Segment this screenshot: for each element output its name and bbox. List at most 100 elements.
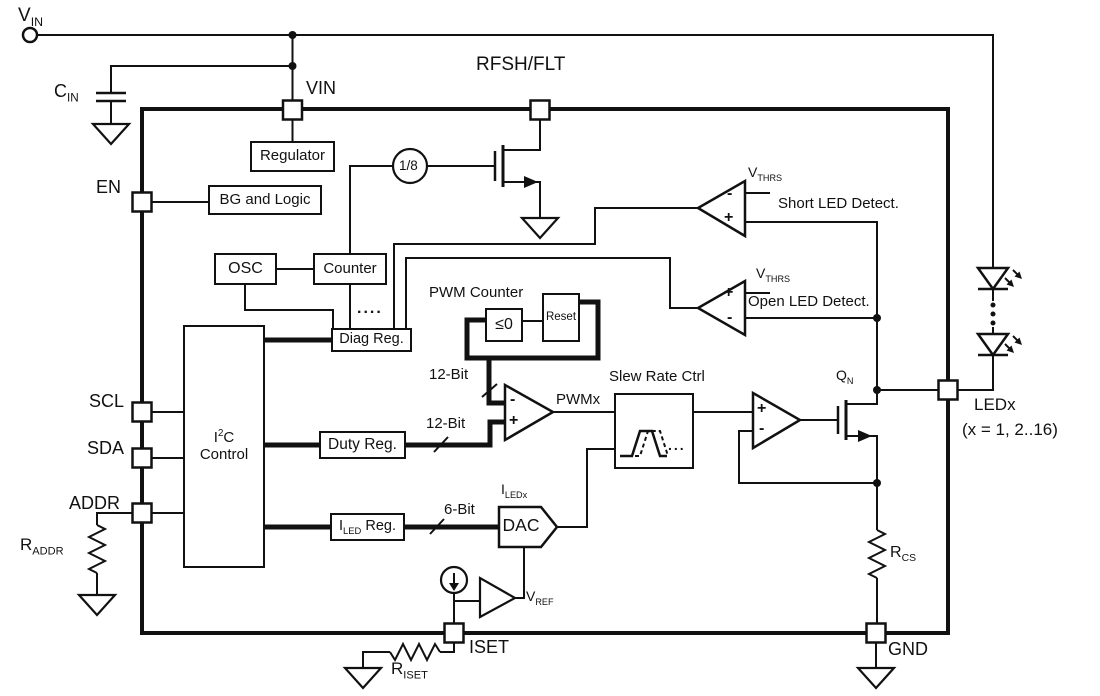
open-led-comparator: [695, 278, 747, 338]
slew-rate-ctrl-label: Slew Rate Ctrl: [609, 368, 705, 385]
dac-shape: [497, 505, 559, 549]
refresh-mosfet: [493, 119, 541, 218]
osc-block: OSC: [214, 253, 277, 285]
data-buses: [265, 299, 601, 530]
pwm-counter-label: PWM Counter: [429, 284, 524, 301]
vin-terminal: [21, 26, 39, 44]
rcs-resistor: [866, 529, 888, 579]
ground-symbol: [90, 122, 132, 146]
open-detect-route: [405, 257, 698, 328]
pwm-comp-minus-sign: -: [510, 391, 516, 408]
dac-slew-wire: [557, 448, 614, 528]
qn-mosfet: [836, 390, 878, 483]
diag-ellipsis: ....: [357, 300, 383, 317]
scl-pin-label: SCL: [89, 391, 125, 411]
raddr-resistor: [86, 524, 108, 574]
dac-label: DAC: [502, 515, 540, 535]
ground-symbol: [855, 666, 897, 690]
bit12-top-label: 12-Bit: [429, 366, 469, 383]
open-comp-minus-sign: -: [727, 309, 733, 326]
mosfet-arrow: [858, 430, 872, 442]
junction-dots: [288, 31, 881, 487]
down-arrow-icon: [449, 583, 459, 591]
bus-slash-marks: [429, 383, 498, 535]
addr-resistor-wire: [96, 512, 132, 595]
output-opamp: [751, 390, 803, 451]
addr-pin-label: ADDR: [69, 493, 121, 513]
current-source: [439, 565, 469, 595]
short-led-comparator: [695, 178, 747, 239]
vin-pin-label: VIN: [306, 78, 337, 98]
junction-dot: [873, 386, 881, 394]
cin-capacitor: [96, 91, 126, 103]
slew-rate-ctrl-block: [614, 393, 694, 469]
duty-reg-block: Duty Reg.: [319, 431, 406, 459]
i2c-control-block: I2C Control: [183, 325, 265, 568]
divider-label: 1/8: [399, 158, 418, 173]
vthrs-short-label: VTHRS: [748, 164, 783, 183]
regulator-block: Regulator: [250, 141, 335, 172]
led-symbol: [975, 332, 1011, 358]
pwm-comp-plus-sign: +: [509, 412, 519, 429]
sda-pin-label: SDA: [87, 438, 125, 458]
en-pin-label: EN: [96, 177, 122, 197]
divider-wires: [349, 165, 495, 253]
counter-block: Counter: [313, 253, 387, 285]
pwmcounter-comp-bus: [486, 358, 505, 406]
cin-branch-wire: [110, 65, 293, 124]
riset-label: RISET: [391, 659, 428, 682]
junction-dot: [288, 31, 297, 39]
opamp-plus-sign: +: [757, 400, 767, 417]
ledx-pin: [937, 379, 959, 401]
duty-comp-bus: [406, 419, 505, 448]
junction-dot: [873, 479, 881, 487]
open-comp-plus-sign: +: [724, 284, 734, 301]
osc-diag-wire: [244, 285, 334, 328]
gnd-pin-label: GND: [888, 639, 928, 659]
led-symbol: [975, 266, 1011, 292]
divider-circle: [391, 147, 429, 185]
iledx-label: ILEDx: [501, 481, 528, 500]
rcs-label: RCS: [890, 544, 916, 565]
led-string-ellipsis: [990, 302, 996, 326]
vin-pin: [281, 99, 304, 121]
pwm-counter-loop-bus: [464, 299, 601, 361]
junction-dot: [873, 314, 881, 322]
ledx-range-note: (x = 1, 2..16): [962, 420, 1058, 439]
ground-symbols: [76, 122, 897, 690]
bit6-label: 6-Bit: [444, 501, 475, 518]
cin-label: CIN: [54, 81, 79, 105]
short-comp-minus-sign: -: [727, 185, 733, 202]
scl-pin: [131, 401, 153, 423]
short-led-detect-label: Short LED Detect.: [778, 195, 899, 212]
led-sense-wire: [745, 221, 878, 390]
vref-buffer: [478, 576, 518, 619]
led-light-arrows: [1004, 269, 1022, 353]
lte-zero-block: ≤0: [485, 308, 523, 342]
ground-symbol: [342, 666, 384, 690]
bg-logic-block: BG and Logic: [208, 185, 322, 215]
iset-pin-label: ISET: [469, 637, 510, 657]
iled-reg-block: ILED Reg.: [330, 513, 405, 541]
opamp-minus-sign: -: [759, 420, 765, 437]
pwm-comparator: [503, 382, 556, 443]
short-comp-plus-sign: +: [724, 209, 734, 226]
ground-symbol: [519, 216, 561, 240]
vin-terminal-label: VIN: [18, 5, 44, 29]
diag-reg-block: Diag Reg.: [331, 328, 412, 352]
vref-wires: [454, 547, 525, 602]
ground-symbol: [76, 593, 118, 617]
bit12-bottom-label: 12-Bit: [426, 415, 466, 432]
vthrs-open-label: VTHRS: [756, 265, 791, 284]
pwmx-label: PWMx: [556, 391, 601, 408]
led-string: [975, 266, 1022, 358]
ledx-output-label: LEDx: [974, 395, 1016, 414]
iset-resistor-wire: [362, 643, 455, 668]
slew-ellipsis: ...: [668, 437, 686, 453]
rfsh-flt-pin: [529, 99, 551, 121]
slew-waveform-icon: [620, 429, 669, 458]
qn-label: QN: [836, 367, 854, 386]
feedback-wire: [738, 430, 877, 484]
reset-block: Reset: [542, 293, 580, 342]
